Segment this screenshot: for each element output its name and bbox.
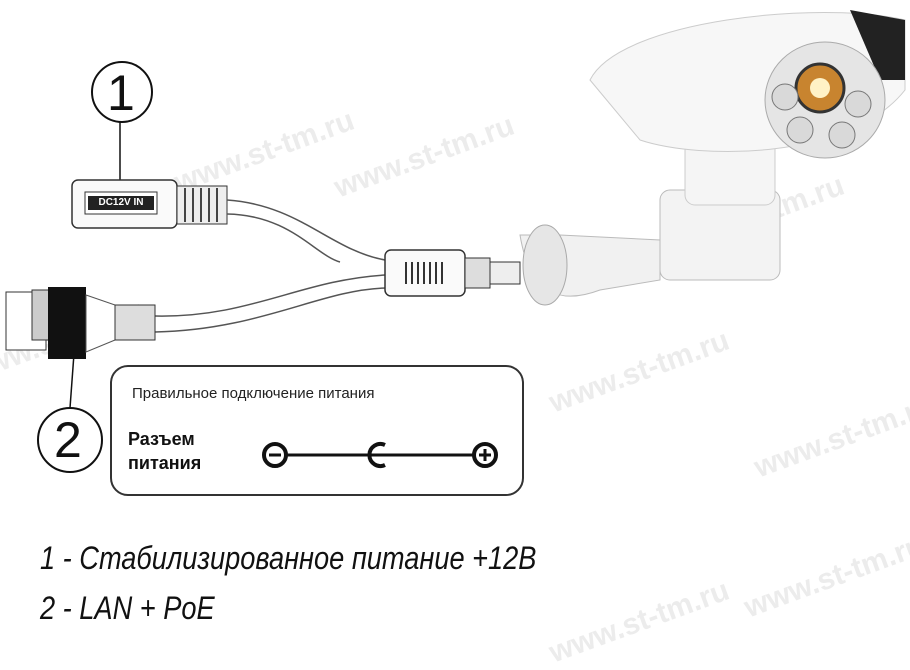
label-line-2: питания	[128, 453, 202, 473]
joint-connector	[384, 249, 521, 297]
label-line-1: Разъем	[128, 429, 195, 449]
rj45-connector	[5, 287, 156, 359]
camera-illustration	[519, 10, 906, 306]
callout-circle-1	[91, 61, 153, 123]
polarity-box: Правильное подключение питания Разъем пи…	[110, 365, 524, 496]
center-pin-icon	[367, 442, 386, 468]
callout-2: 2	[54, 412, 82, 468]
polarity-title: Правильное подключение питания	[132, 385, 375, 402]
cable-diagram	[5, 10, 906, 473]
polarity-symbol	[262, 442, 498, 468]
callout-1: 1	[107, 65, 135, 121]
connector-label: DC12V IN	[98, 197, 144, 208]
legend-item-1: 1 - Стабилизированное питание +12В	[40, 540, 537, 576]
legend-item-2: 2 - LAN + PoE	[40, 590, 215, 626]
polarity-label: Разъем питания	[128, 427, 201, 475]
dc-power-connector	[71, 179, 228, 229]
